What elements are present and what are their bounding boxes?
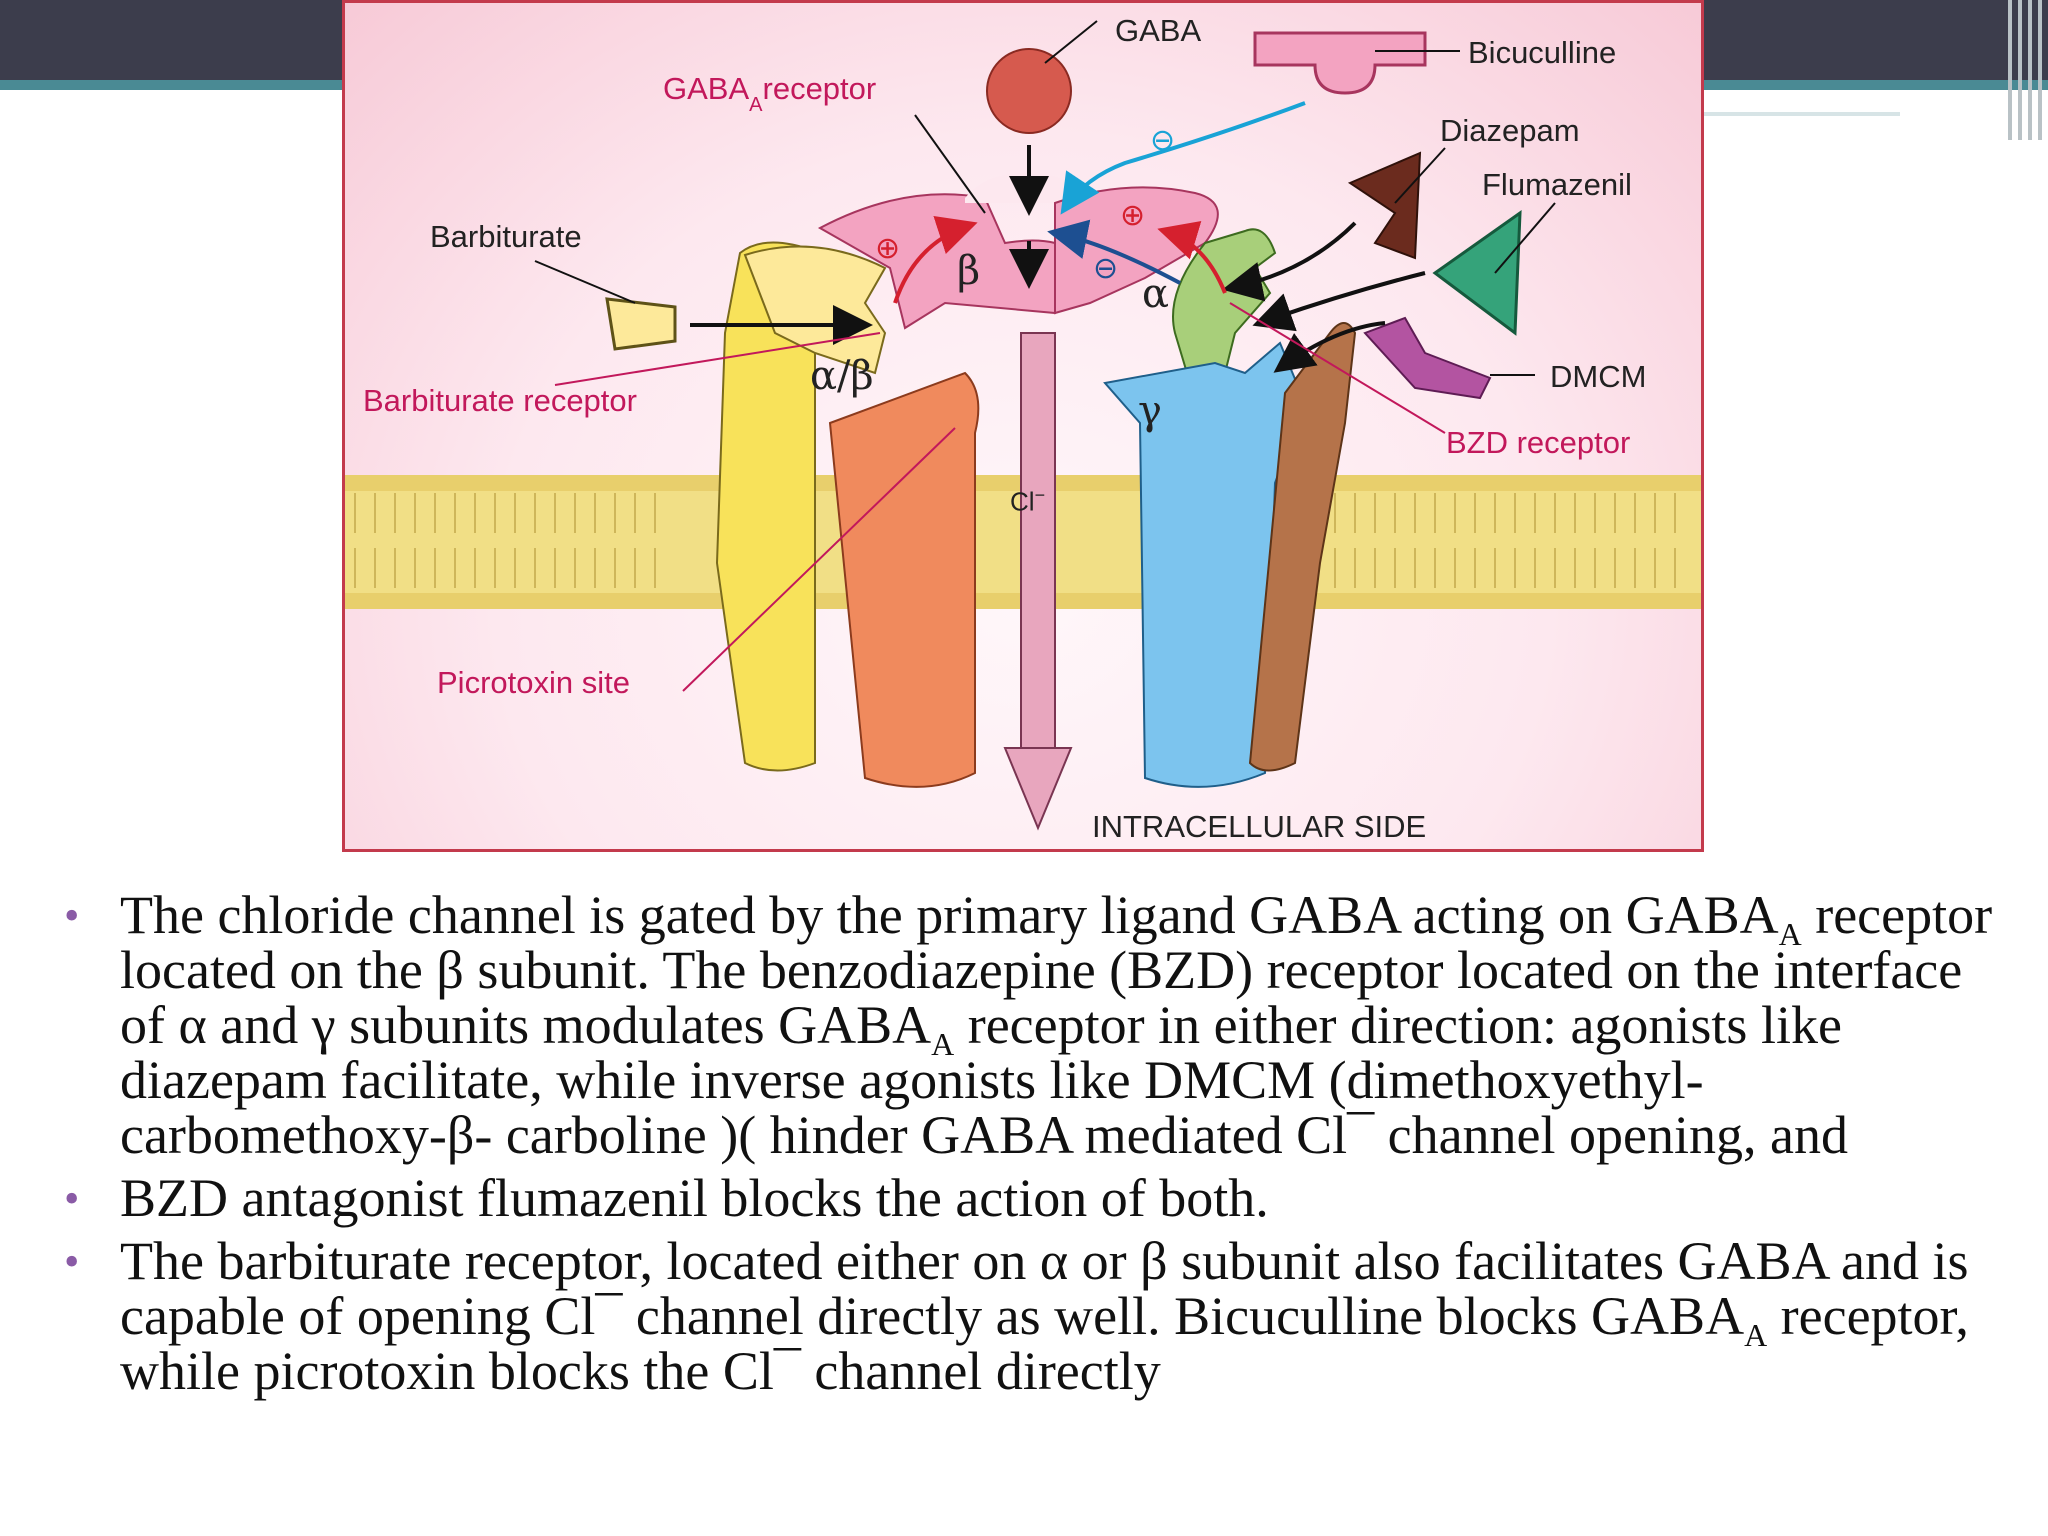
plus-icon: ⊕ bbox=[875, 231, 901, 266]
barbiturate-leader bbox=[534, 260, 636, 304]
bullet-list: The chloride channel is gated by the pri… bbox=[58, 888, 2008, 1407]
chloride-label: Cl− bbox=[1010, 485, 1046, 517]
dmcm-label: DMCM bbox=[1550, 359, 1647, 394]
gaba-leader bbox=[1044, 20, 1098, 64]
slide-accent-line bbox=[1700, 112, 1900, 116]
diazepam-leader bbox=[1394, 147, 1446, 204]
barbiturate-facilitation-arrow bbox=[893, 215, 978, 304]
gamma-label: γ bbox=[1138, 388, 1162, 434]
gaba-receptor-figure: GABA Bicuculline GABAAreceptor Diazepam … bbox=[342, 0, 1704, 852]
chloride-channel-arrow bbox=[1003, 332, 1073, 831]
bzd-receptor-leader bbox=[1229, 302, 1446, 434]
barbiturate-label: Barbiturate bbox=[430, 219, 582, 254]
diazepam-shape bbox=[1347, 151, 1422, 260]
diazepam-label: Diazepam bbox=[1440, 113, 1580, 148]
bzd-modulation-arrow bbox=[1047, 219, 1181, 285]
alpha-beta-subunit-yellow bbox=[715, 241, 847, 772]
minus-icon: ⊖ bbox=[1093, 251, 1119, 286]
alpha-label: α bbox=[1142, 271, 1170, 317]
dmcm-shape bbox=[1363, 316, 1492, 400]
bzd-receptor-label: BZD receptor bbox=[1446, 425, 1631, 460]
diazepam-arrow bbox=[1222, 221, 1357, 302]
bullet-item: The barbiturate receptor, located either… bbox=[58, 1234, 2008, 1399]
plus-icon: ⊕ bbox=[1120, 198, 1146, 233]
intracellular-side-label: INTRACELLULAR SIDE bbox=[1092, 809, 1427, 844]
beta-label: β bbox=[957, 248, 981, 294]
gaba-a-receptor-leader bbox=[914, 114, 986, 214]
bicuculline-block-arrow bbox=[1060, 101, 1306, 215]
slide-edge-stripes bbox=[1988, 0, 2048, 140]
bicuculline-shape bbox=[1253, 31, 1427, 95]
receptor-diagram bbox=[345, 20, 1701, 831]
orange-subunit bbox=[828, 371, 980, 788]
picrotoxin-site-label: Picrotoxin site bbox=[437, 665, 630, 700]
barbiturate-shape bbox=[605, 297, 677, 351]
bullet-item: BZD antagonist flumazenil blocks the act… bbox=[58, 1171, 2008, 1227]
bullet-item: The chloride channel is gated by the pri… bbox=[58, 888, 2008, 1163]
flumazenil-label: Flumazenil bbox=[1482, 167, 1632, 202]
gaba-ligand bbox=[986, 48, 1072, 134]
minus-icon: ⊖ bbox=[1150, 123, 1176, 158]
gaba-label: GABA bbox=[1115, 13, 1202, 48]
brown-subunit bbox=[1248, 322, 1357, 772]
bicuculline-label: Bicuculline bbox=[1468, 35, 1617, 70]
barbiturate-receptor-leader bbox=[554, 332, 881, 386]
gaba-a-receptor-label: GABAAreceptor bbox=[663, 71, 877, 116]
diazepam-facilitation-arrow bbox=[1157, 221, 1227, 294]
flumazenil-arrow bbox=[1252, 271, 1426, 332]
flumazenil-leader bbox=[1494, 202, 1556, 274]
picrotoxin-leader bbox=[682, 427, 956, 692]
dmcm-arrow bbox=[1273, 321, 1386, 373]
barbiturate-receptor-label: Barbiturate receptor bbox=[363, 383, 637, 418]
alpha-beta-label: α/β bbox=[810, 353, 874, 399]
flumazenil-shape bbox=[1432, 210, 1522, 336]
